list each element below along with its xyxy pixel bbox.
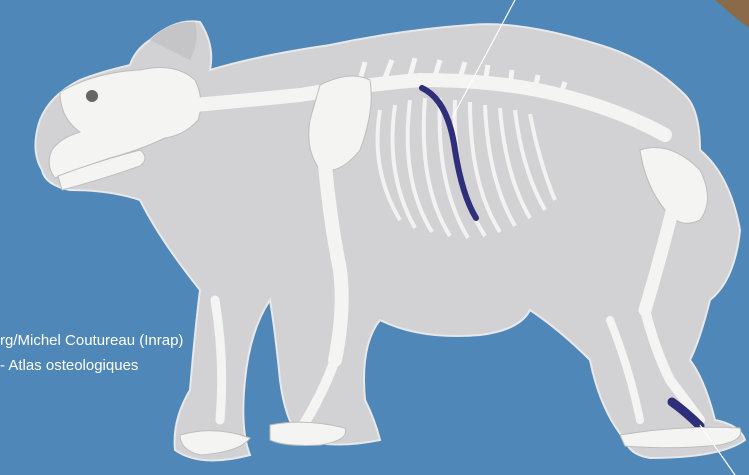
front-paw: [270, 422, 346, 445]
credit-line-1: rg/Michel Coutureau (Inrap): [0, 332, 183, 349]
credit-line-2: - Atlas osteologiques: [0, 357, 138, 374]
rock-corner: [715, 0, 749, 28]
eye-socket: [86, 90, 98, 102]
